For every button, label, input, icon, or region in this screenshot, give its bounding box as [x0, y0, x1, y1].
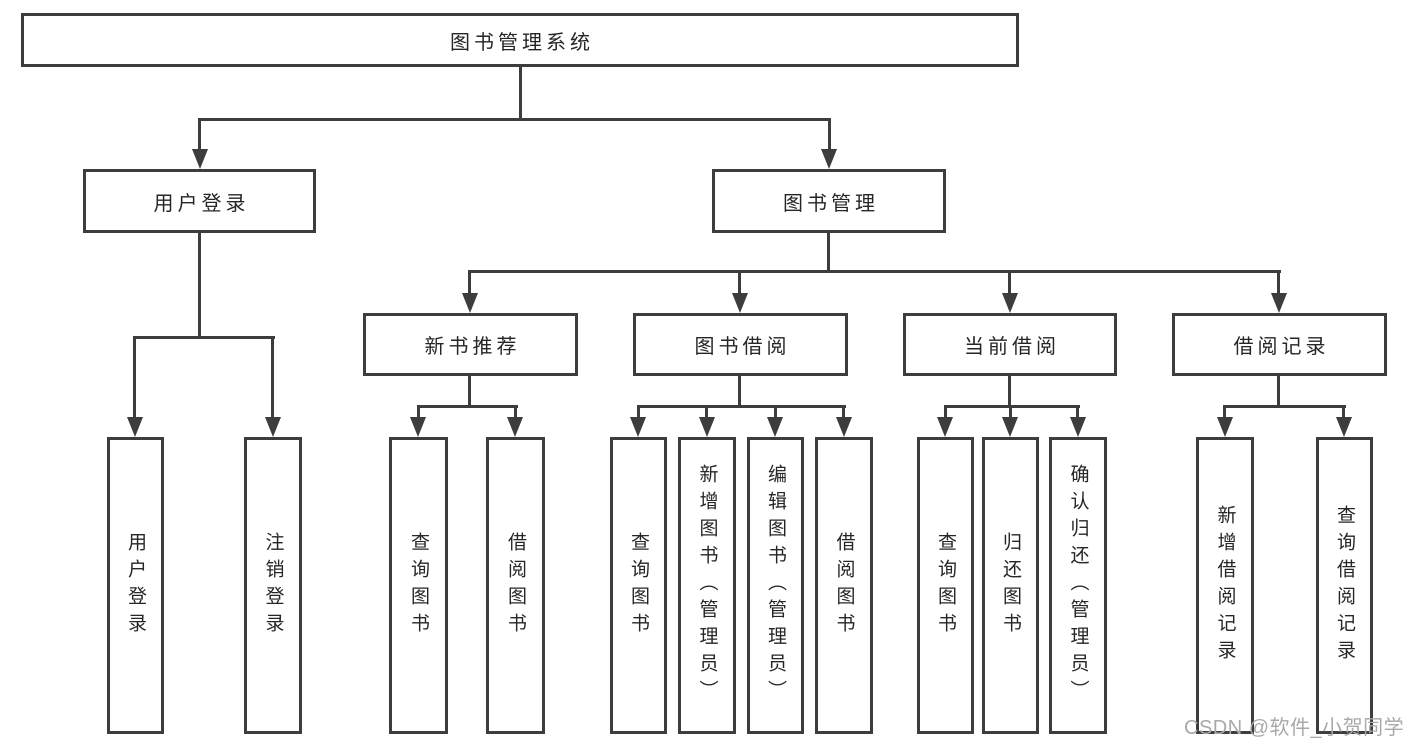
leaf-bb-edit-books-admin: 编辑图书（管理员） — [747, 437, 804, 734]
node-current-borrow: 当前借阅 — [903, 313, 1117, 376]
node-book-mgmt: 图书管理 — [712, 169, 946, 233]
arrow-down-icon — [732, 293, 748, 313]
node-new-book-recommend-label: 新书推荐 — [424, 336, 521, 358]
node-root-label: 图书管理系统 — [450, 31, 594, 54]
connector-userlogin-drop-1 — [133, 336, 136, 421]
connector-bookmgmt-bar — [468, 270, 1281, 273]
connector-nbr-stem — [468, 374, 471, 408]
connector-nbr-drop-1 — [417, 405, 420, 421]
arrow-down-icon — [821, 149, 837, 169]
connector-bb-bar — [637, 405, 846, 408]
arrow-down-icon — [1002, 293, 1018, 313]
leaf-bb-borrow-books-label: 借阅图书 — [833, 531, 855, 640]
arrow-down-icon — [836, 417, 852, 437]
connector-nbr-bar — [417, 405, 518, 408]
leaf-br-add-record-label: 新增借阅记录 — [1214, 504, 1236, 667]
connector-cb-drop-1 — [944, 405, 947, 421]
connector-cb-bar — [944, 405, 1080, 408]
leaf-br-query-record: 查询借阅记录 — [1316, 437, 1373, 734]
leaf-bb-add-books-admin: 新增图书（管理员） — [678, 437, 736, 734]
leaf-nbr-borrow-books-label: 借阅图书 — [505, 531, 526, 640]
leaf-user-login-label: 用户登录 — [125, 531, 146, 640]
arrow-down-icon — [507, 417, 523, 437]
arrow-down-icon — [1002, 417, 1018, 437]
connector-root-drop-right — [828, 118, 831, 154]
arrow-down-icon — [265, 417, 281, 437]
leaf-user-login: 用户登录 — [107, 437, 164, 734]
connector-br-bar — [1223, 405, 1346, 408]
connector-br-drop-1 — [1223, 405, 1226, 421]
node-user-login: 用户登录 — [83, 169, 316, 233]
leaf-cb-return-books: 归还图书 — [982, 437, 1039, 734]
arrow-down-icon — [192, 149, 208, 169]
node-book-borrow: 图书借阅 — [633, 313, 848, 376]
connector-bookmgmt-drop-3 — [1008, 270, 1011, 298]
arrow-down-icon — [410, 417, 426, 437]
node-borrow-records-label: 借阅记录 — [1233, 336, 1330, 358]
arrow-down-icon — [937, 417, 953, 437]
arrow-down-icon — [1271, 293, 1287, 313]
connector-nbr-drop-2 — [514, 405, 517, 421]
leaf-logout-label: 注销登录 — [262, 531, 284, 640]
connector-root-stem — [519, 65, 522, 121]
arrow-down-icon — [1336, 417, 1352, 437]
leaf-cb-query-books-label: 查询图书 — [935, 531, 956, 640]
connector-cb-drop-3 — [1076, 405, 1079, 421]
leaf-bb-query-books-label: 查询图书 — [628, 531, 649, 640]
leaf-br-query-record-label: 查询借阅记录 — [1334, 504, 1355, 667]
leaf-bb-edit-books-admin-label: 编辑图书（管理员） — [765, 464, 786, 707]
leaf-nbr-borrow-books: 借阅图书 — [486, 437, 545, 734]
leaf-bb-add-books-admin-label: 新增图书（管理员） — [696, 464, 718, 707]
node-user-login-label: 用户登录 — [153, 192, 250, 215]
connector-userlogin-stem — [198, 231, 201, 339]
leaf-logout: 注销登录 — [244, 437, 302, 734]
node-book-mgmt-label: 图书管理 — [783, 192, 879, 215]
connector-bb-drop-4 — [842, 405, 845, 421]
connector-bb-drop-2 — [705, 405, 708, 421]
connector-bookmgmt-drop-2 — [738, 270, 741, 298]
connector-userlogin-bar — [133, 336, 275, 339]
connector-bookmgmt-drop-4 — [1277, 270, 1280, 298]
connector-bb-stem — [738, 374, 741, 408]
leaf-cb-query-books: 查询图书 — [917, 437, 974, 734]
node-current-borrow-label: 当前借阅 — [964, 336, 1060, 358]
connector-br-stem — [1277, 374, 1280, 408]
watermark: CSDN @软件_小贺同学 — [1184, 717, 1405, 739]
leaf-br-add-record: 新增借阅记录 — [1196, 437, 1254, 734]
arrow-down-icon — [699, 417, 715, 437]
connector-root-bar — [198, 118, 831, 121]
arrow-down-icon — [630, 417, 646, 437]
connector-br-drop-2 — [1342, 405, 1345, 421]
leaf-cb-return-books-label: 归还图书 — [1000, 531, 1021, 640]
leaf-nbr-query-books: 查询图书 — [389, 437, 448, 734]
node-book-borrow-label: 图书借阅 — [694, 336, 791, 358]
connector-bb-drop-1 — [637, 405, 640, 421]
connector-cb-stem — [1008, 374, 1011, 408]
node-borrow-records: 借阅记录 — [1172, 313, 1387, 376]
connector-cb-drop-2 — [1009, 405, 1012, 421]
leaf-bb-borrow-books: 借阅图书 — [815, 437, 873, 734]
arrow-down-icon — [767, 417, 783, 437]
connector-bookmgmt-drop-1 — [468, 270, 471, 298]
arrow-down-icon — [1217, 417, 1233, 437]
arrow-down-icon — [462, 293, 478, 313]
connector-bookmgmt-stem — [827, 231, 830, 273]
arrow-down-icon — [127, 417, 143, 437]
leaf-cb-confirm-return-admin: 确认归还（管理员） — [1049, 437, 1107, 734]
connector-bb-drop-3 — [774, 405, 777, 421]
node-root: 图书管理系统 — [21, 13, 1019, 67]
leaf-bb-query-books: 查询图书 — [610, 437, 667, 734]
leaf-nbr-query-books-label: 查询图书 — [408, 531, 429, 640]
leaf-cb-confirm-return-admin-label: 确认归还（管理员） — [1067, 464, 1089, 707]
connector-userlogin-drop-2 — [271, 336, 274, 421]
connector-root-drop-left — [198, 118, 201, 154]
arrow-down-icon — [1070, 417, 1086, 437]
node-new-book-recommend: 新书推荐 — [363, 313, 578, 376]
